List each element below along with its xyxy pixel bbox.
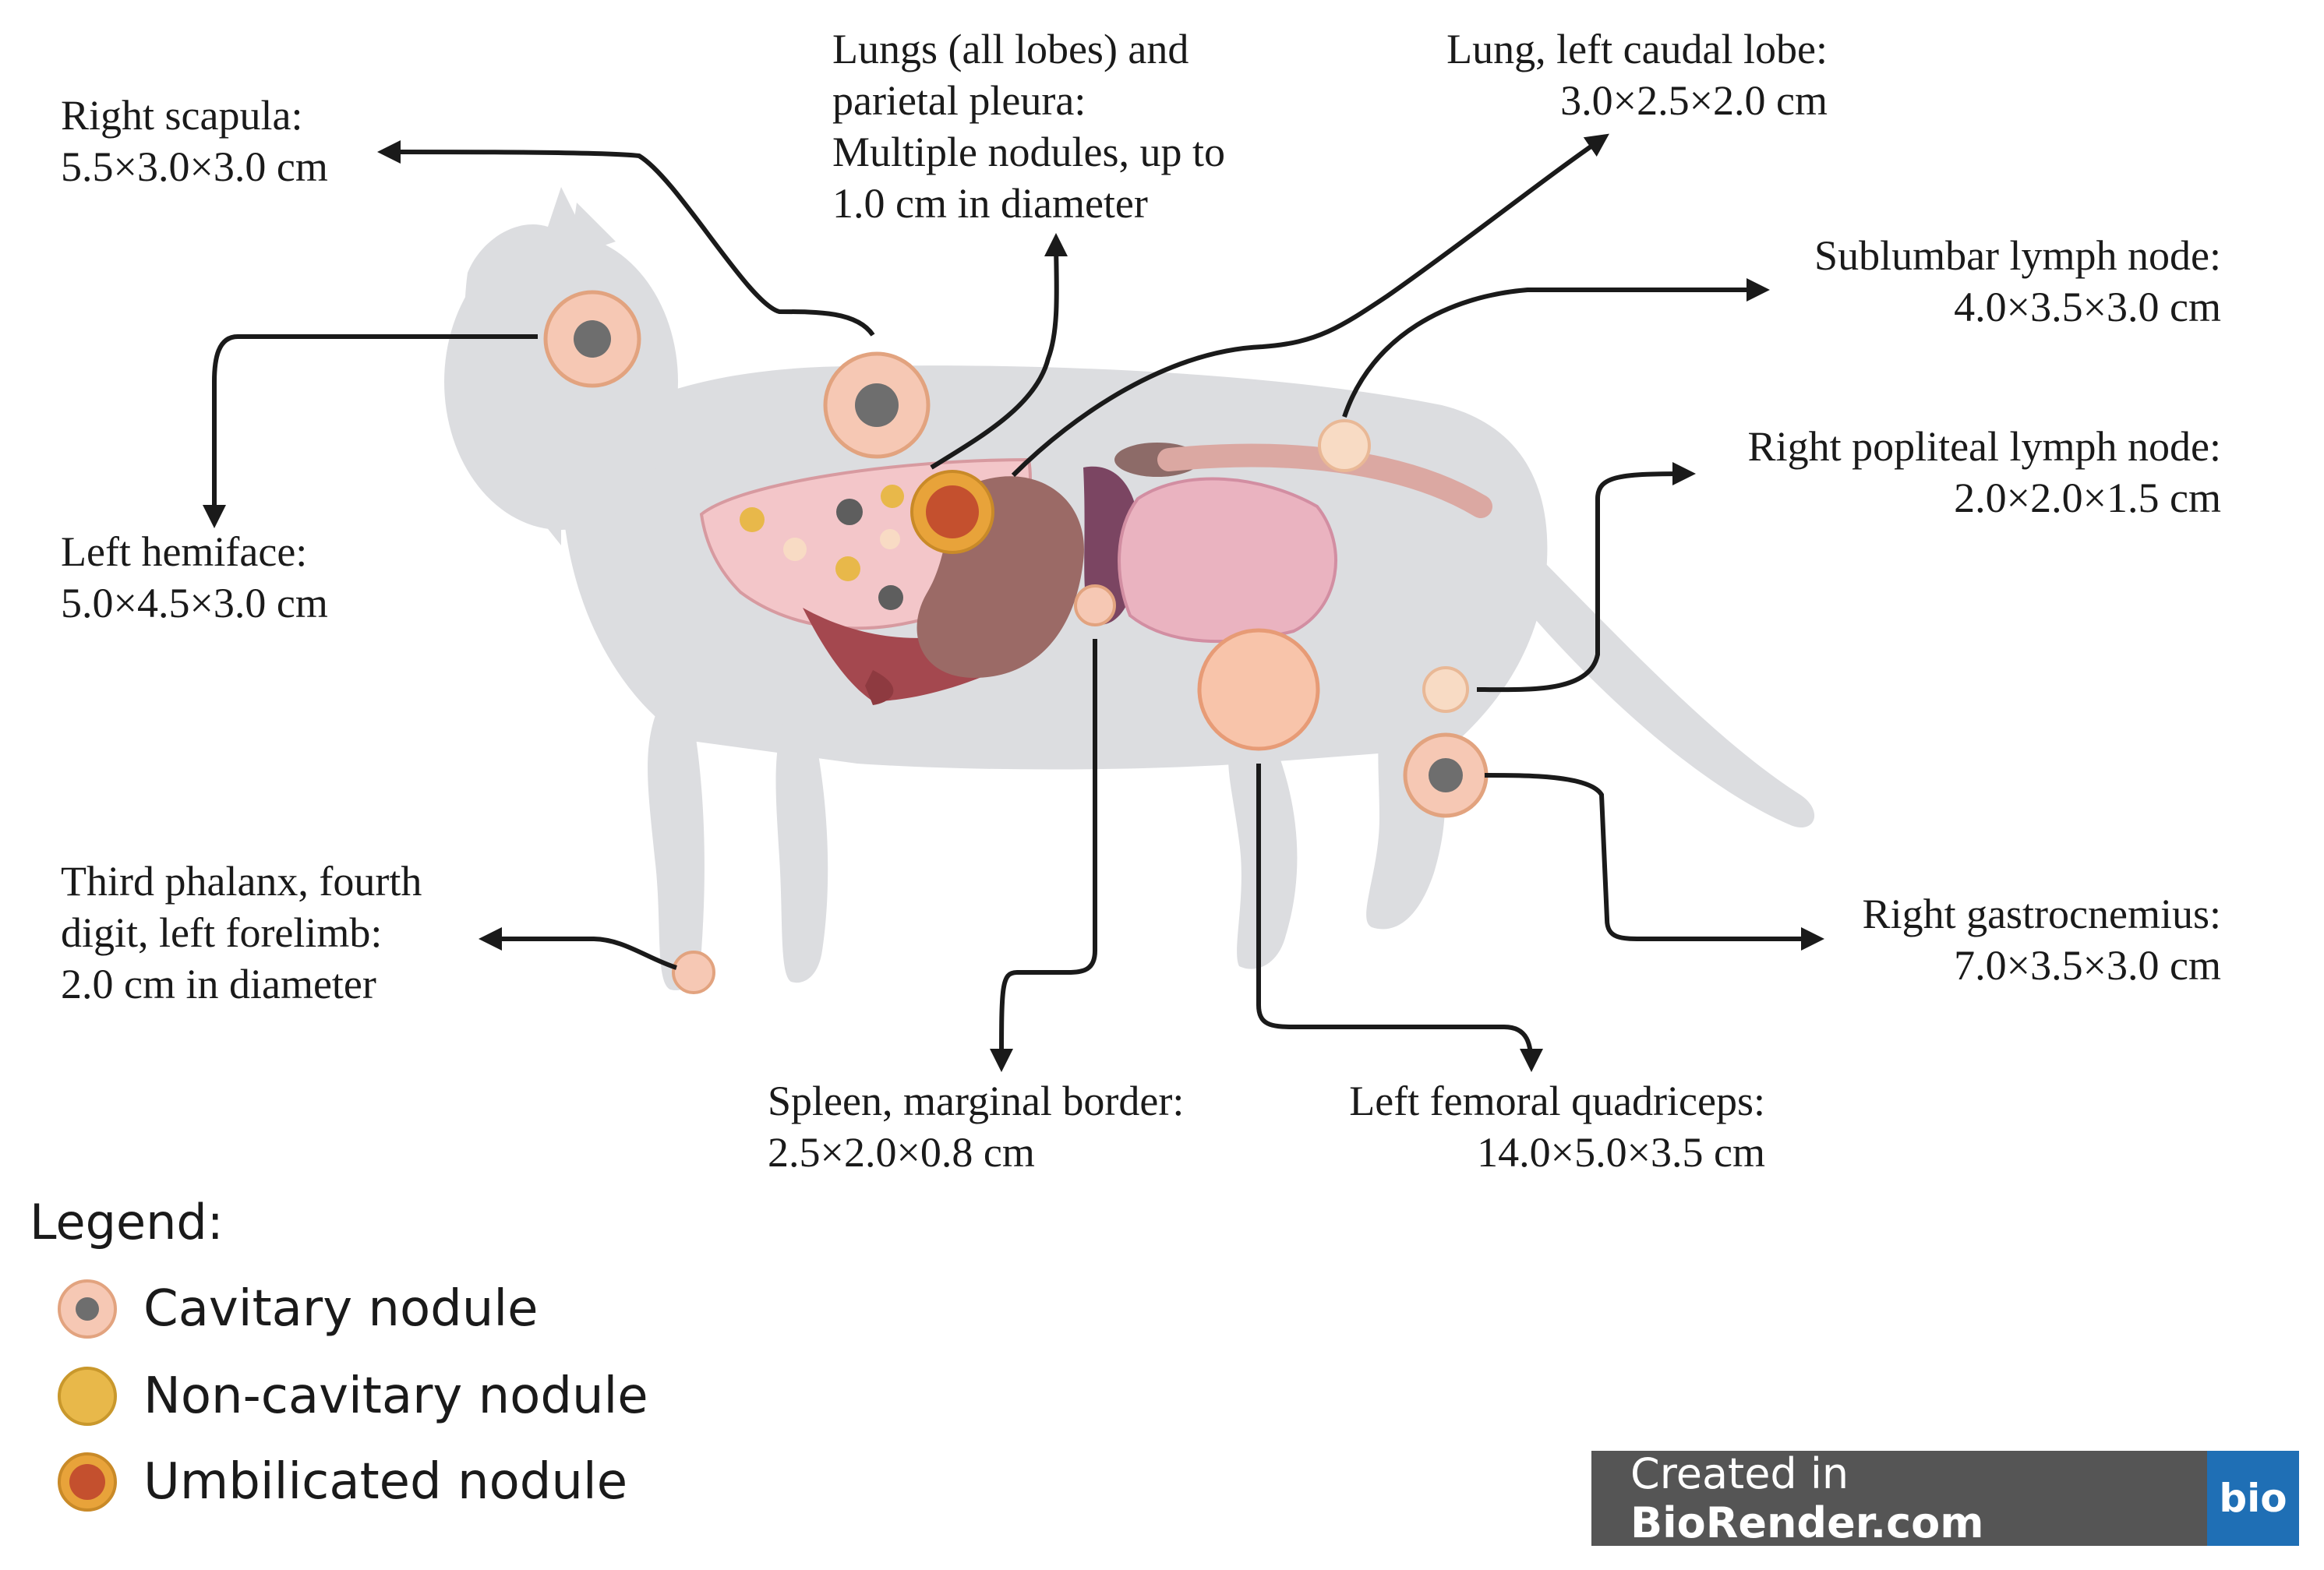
lung-nodule	[878, 585, 903, 610]
legend-title: Legend:	[30, 1194, 224, 1251]
label-right-gastrocnemius: Right gastrocnemius:7.0×3.5×3.0 cm	[1862, 891, 2221, 989]
noncavitary-nodule-icon	[58, 1367, 117, 1426]
nodule-right-popliteal	[1422, 666, 1469, 713]
nodule-spleen	[1074, 584, 1116, 626]
arrow-right-scapula	[376, 140, 875, 337]
label-lung-left-caudal: Lung, left caudal lobe:3.0×2.5×2.0 cm	[1446, 26, 1828, 124]
label-right-popliteal: Right popliteal lymph node:2.0×2.0×1.5 c…	[1747, 423, 2221, 521]
umbilicated-nodule-icon	[58, 1452, 117, 1512]
arrow-lung-left-caudal	[1011, 133, 1609, 478]
label-spleen: Spleen, marginal border:2.5×2.0×0.8 cm	[768, 1078, 1185, 1176]
label-sublumbar: Sublumbar lymph node:4.0×3.5×3.0 cm	[1814, 232, 2221, 330]
nodules	[543, 290, 1489, 994]
cavitary-nodule-icon	[58, 1279, 117, 1339]
nodule-right-scapula	[823, 351, 931, 459]
legend-item-umbilicated: Umbilicated nodule	[55, 1451, 627, 1513]
lung-nodule	[783, 538, 807, 561]
arrow-left-hemiface	[203, 333, 539, 528]
lung-nodule	[835, 556, 860, 581]
lung-nodule	[836, 499, 863, 525]
lung-nodule	[880, 529, 900, 549]
arrow-lungs	[930, 233, 1068, 470]
label-left-hemiface: Left hemiface:5.0×4.5×3.0 cm	[61, 528, 328, 626]
biorender-logo-icon: bio	[2207, 1451, 2299, 1546]
arrow-third-phalanx	[479, 927, 677, 970]
lung-nodule	[881, 485, 904, 508]
legend-label: Non-cavitary nodule	[143, 1367, 648, 1425]
legend-label: Cavitary nodule	[143, 1280, 539, 1338]
arrow-right-gastrocnemius	[1484, 773, 1824, 951]
arrow-sublumbar	[1342, 278, 1770, 418]
arrow-spleen	[990, 639, 1097, 1072]
arrow-right-popliteal	[1476, 462, 1696, 693]
legend-item-cavitary: Cavitary nodule	[55, 1278, 538, 1340]
badge-text: Created in BioRender.com	[1630, 1449, 1984, 1547]
nodule-left-hemiface	[543, 290, 641, 388]
legend-label: Umbilicated nodule	[143, 1453, 628, 1511]
nodule-sublumbar	[1318, 419, 1371, 472]
legend-item-noncavitary: Non-cavitary nodule	[55, 1365, 648, 1427]
intestines	[1118, 477, 1337, 644]
lung-nodule	[740, 507, 765, 532]
nodule-lung-left-caudal	[910, 470, 994, 554]
biorender-badge[interactable]: Created in BioRender.com bio	[1591, 1449, 2299, 1547]
nodule-left-femoral	[1197, 628, 1320, 751]
arrow-left-femoral	[1256, 764, 1543, 1072]
nodule-right-gastrocnemius	[1403, 732, 1489, 818]
label-left-femoral: Left femoral quadriceps:14.0×5.0×3.5 cm	[1349, 1078, 1765, 1176]
nodule-third-phalanx	[672, 951, 715, 994]
leader-lines	[203, 133, 1824, 1072]
label-right-scapula: Right scapula:5.5×3.0×3.0 cm	[61, 92, 328, 190]
